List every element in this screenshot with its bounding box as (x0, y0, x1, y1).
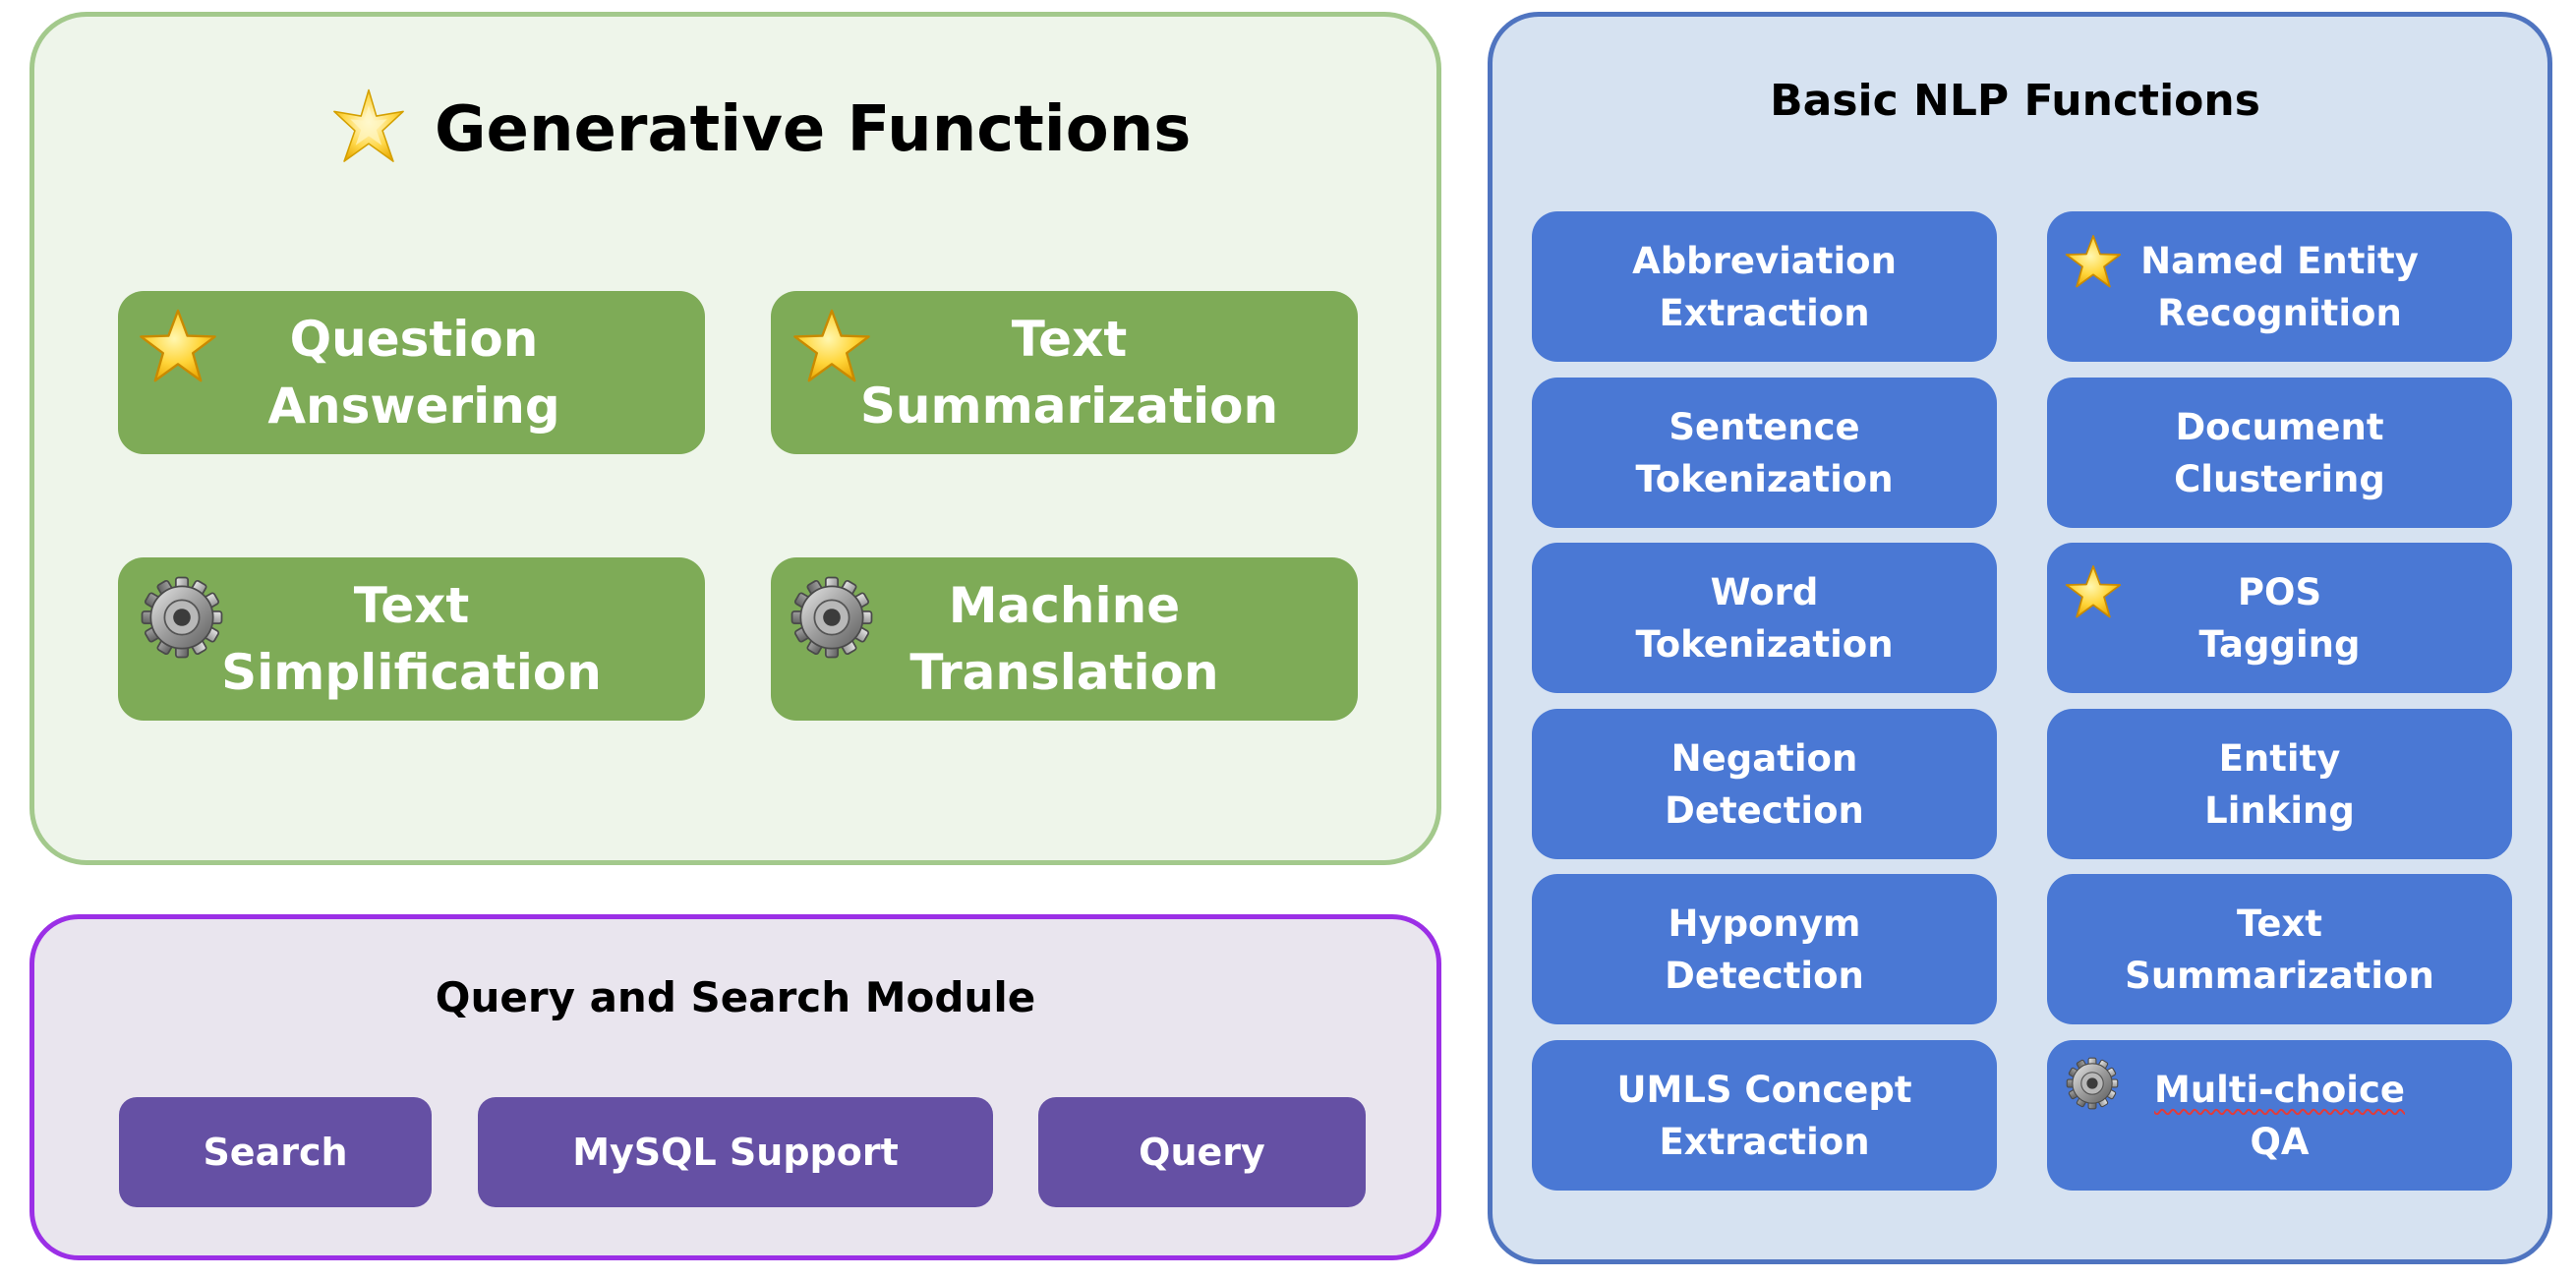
nlp-item-label: Abbreviation Extraction (1632, 239, 1897, 334)
nlp-item-umls-concept-extraction[interactable]: UMLS Concept Extraction (1532, 1040, 1997, 1191)
generative-item-machine-translation[interactable]: Machine Translation (771, 557, 1358, 721)
mysql-support-button[interactable]: MySQL Support (478, 1097, 993, 1207)
nlp-item-document-clustering[interactable]: Document Clustering (2047, 378, 2512, 528)
sparkle-star-icon (333, 88, 404, 162)
nlp-item-label: POS Tagging (2198, 570, 2361, 666)
generative-item-text-summarization[interactable]: Text Summarization (771, 291, 1358, 454)
generative-item-label: Question Answering (267, 311, 560, 435)
star-icon (792, 307, 871, 385)
mysql-support-button-label: MySQL Support (572, 1131, 899, 1174)
nlp-item-text-summarization[interactable]: Text Summarization (2047, 874, 2512, 1024)
query-button-label: Query (1139, 1131, 1265, 1174)
nlp-item-label: Word Tokenization (1635, 570, 1894, 666)
basic-nlp-functions-title: Basic NLP Functions (1770, 76, 2260, 126)
query-button[interactable]: Query (1038, 1097, 1366, 1207)
nlp-item-sentence-tokenization[interactable]: Sentence Tokenization (1532, 378, 1997, 528)
nlp-item-label: Named Entity Recognition (2140, 239, 2419, 334)
nlp-item-label: Negation Detection (1665, 736, 1864, 832)
nlp-item-negation-detection[interactable]: Negation Detection (1532, 709, 1997, 859)
generative-item-label: Machine Translation (909, 577, 1219, 701)
nlp-item-entity-linking[interactable]: Entity Linking (2047, 709, 2512, 859)
gear-icon (139, 574, 225, 661)
nlp-item-pos-tagging[interactable]: POS Tagging (2047, 543, 2512, 693)
star-icon (2065, 563, 2122, 620)
search-button-label: Search (203, 1131, 348, 1174)
nlp-item-hyponym-detection[interactable]: Hyponym Detection (1532, 874, 1997, 1024)
gear-icon (789, 574, 875, 661)
nlp-item-label: Document Clustering (2174, 405, 2385, 500)
nlp-item-named-entity-recognition[interactable]: Named Entity Recognition (2047, 211, 2512, 362)
query-search-module-title: Query and Search Module (435, 973, 1036, 1021)
nlp-item-abbreviation-extraction[interactable]: Abbreviation Extraction (1532, 211, 1997, 362)
nlp-item-label-line1: Multi-choice (2154, 1068, 2405, 1111)
generative-item-label: Text Simplification (221, 577, 602, 701)
generative-item-label: Text Summarization (859, 311, 1279, 435)
nlp-item-label-line2: QA (2250, 1120, 2310, 1163)
star-icon (2065, 233, 2122, 290)
nlp-item-label: Hyponym Detection (1665, 902, 1864, 997)
gear-icon (2065, 1056, 2120, 1111)
generative-item-text-simplification[interactable]: Text Simplification (118, 557, 705, 721)
nlp-item-label: Text Summarization (2125, 902, 2434, 997)
nlp-item-word-tokenization[interactable]: Word Tokenization (1532, 543, 1997, 693)
generative-functions-title: Generative Functions (435, 93, 1192, 166)
star-icon (139, 307, 217, 385)
nlp-item-label: Sentence Tokenization (1635, 405, 1894, 500)
nlp-item-multi-choice-qa[interactable]: Multi-choice QA (2047, 1040, 2512, 1191)
nlp-item-label: UMLS Concept Extraction (1616, 1068, 1912, 1163)
search-button[interactable]: Search (119, 1097, 432, 1207)
generative-item-question-answering[interactable]: Question Answering (118, 291, 705, 454)
query-search-module-panel (29, 914, 1441, 1260)
nlp-item-label: Entity Linking (2204, 736, 2355, 832)
